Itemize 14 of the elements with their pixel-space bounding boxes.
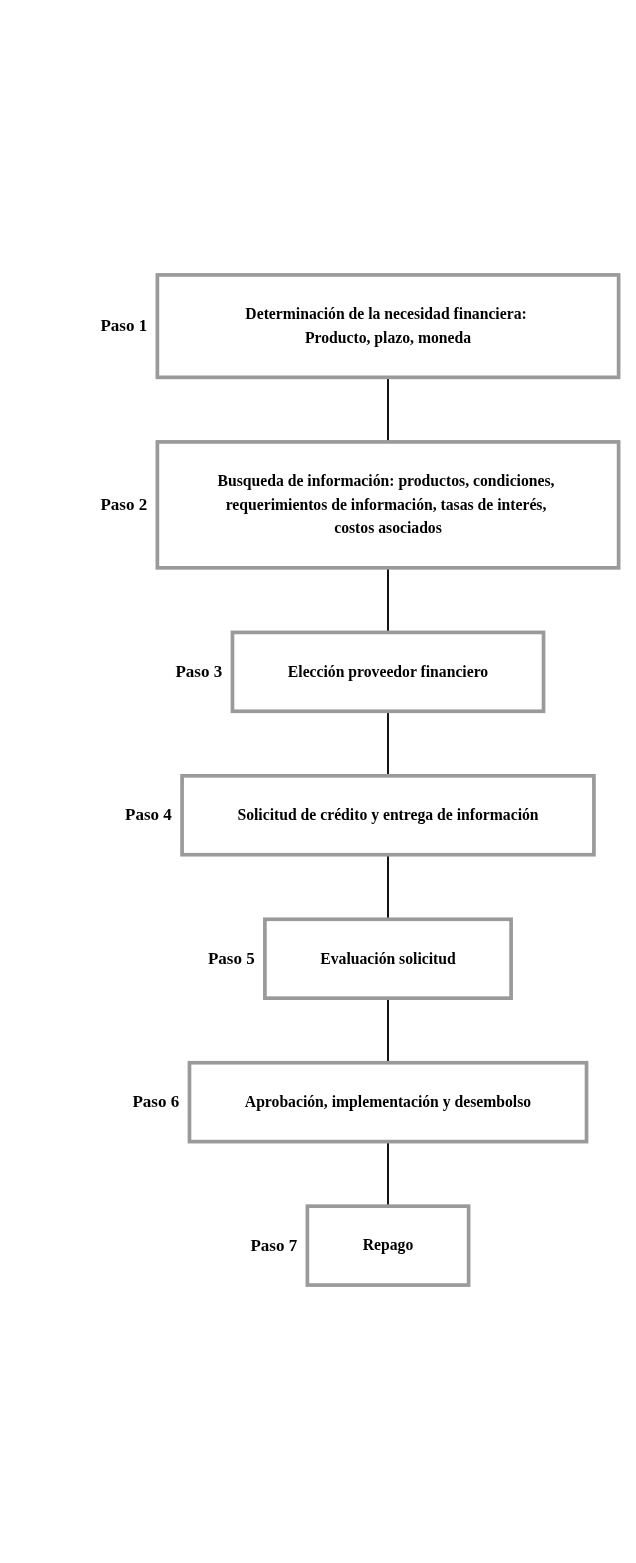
step-label: Paso 2 <box>100 494 148 515</box>
step-label: Paso 1 <box>100 316 148 337</box>
step-label: Paso 4 <box>125 805 172 826</box>
node-box: Determinación de la necesidad financiera: Producto, plazo, moneda <box>155 273 621 380</box>
step-label: Paso 5 <box>207 948 255 969</box>
node-box: Elección proveedor financiero <box>230 630 546 714</box>
step-label: Paso 7 <box>250 1235 298 1256</box>
step-label: Paso 3 <box>175 661 223 682</box>
node-box: Aprobación, implementación y desembolso <box>187 1060 589 1144</box>
step-label: Paso 6 <box>132 1092 180 1113</box>
node-box: Solicitud de crédito y entrega de información <box>180 774 596 857</box>
node-box: Repago <box>305 1204 471 1287</box>
node-box: Evaluación solicitud <box>263 917 513 1000</box>
node-box: Busqueda de información: productos, condiciones, requerimientos de información, tasas de interés, costos asociados <box>155 440 621 570</box>
